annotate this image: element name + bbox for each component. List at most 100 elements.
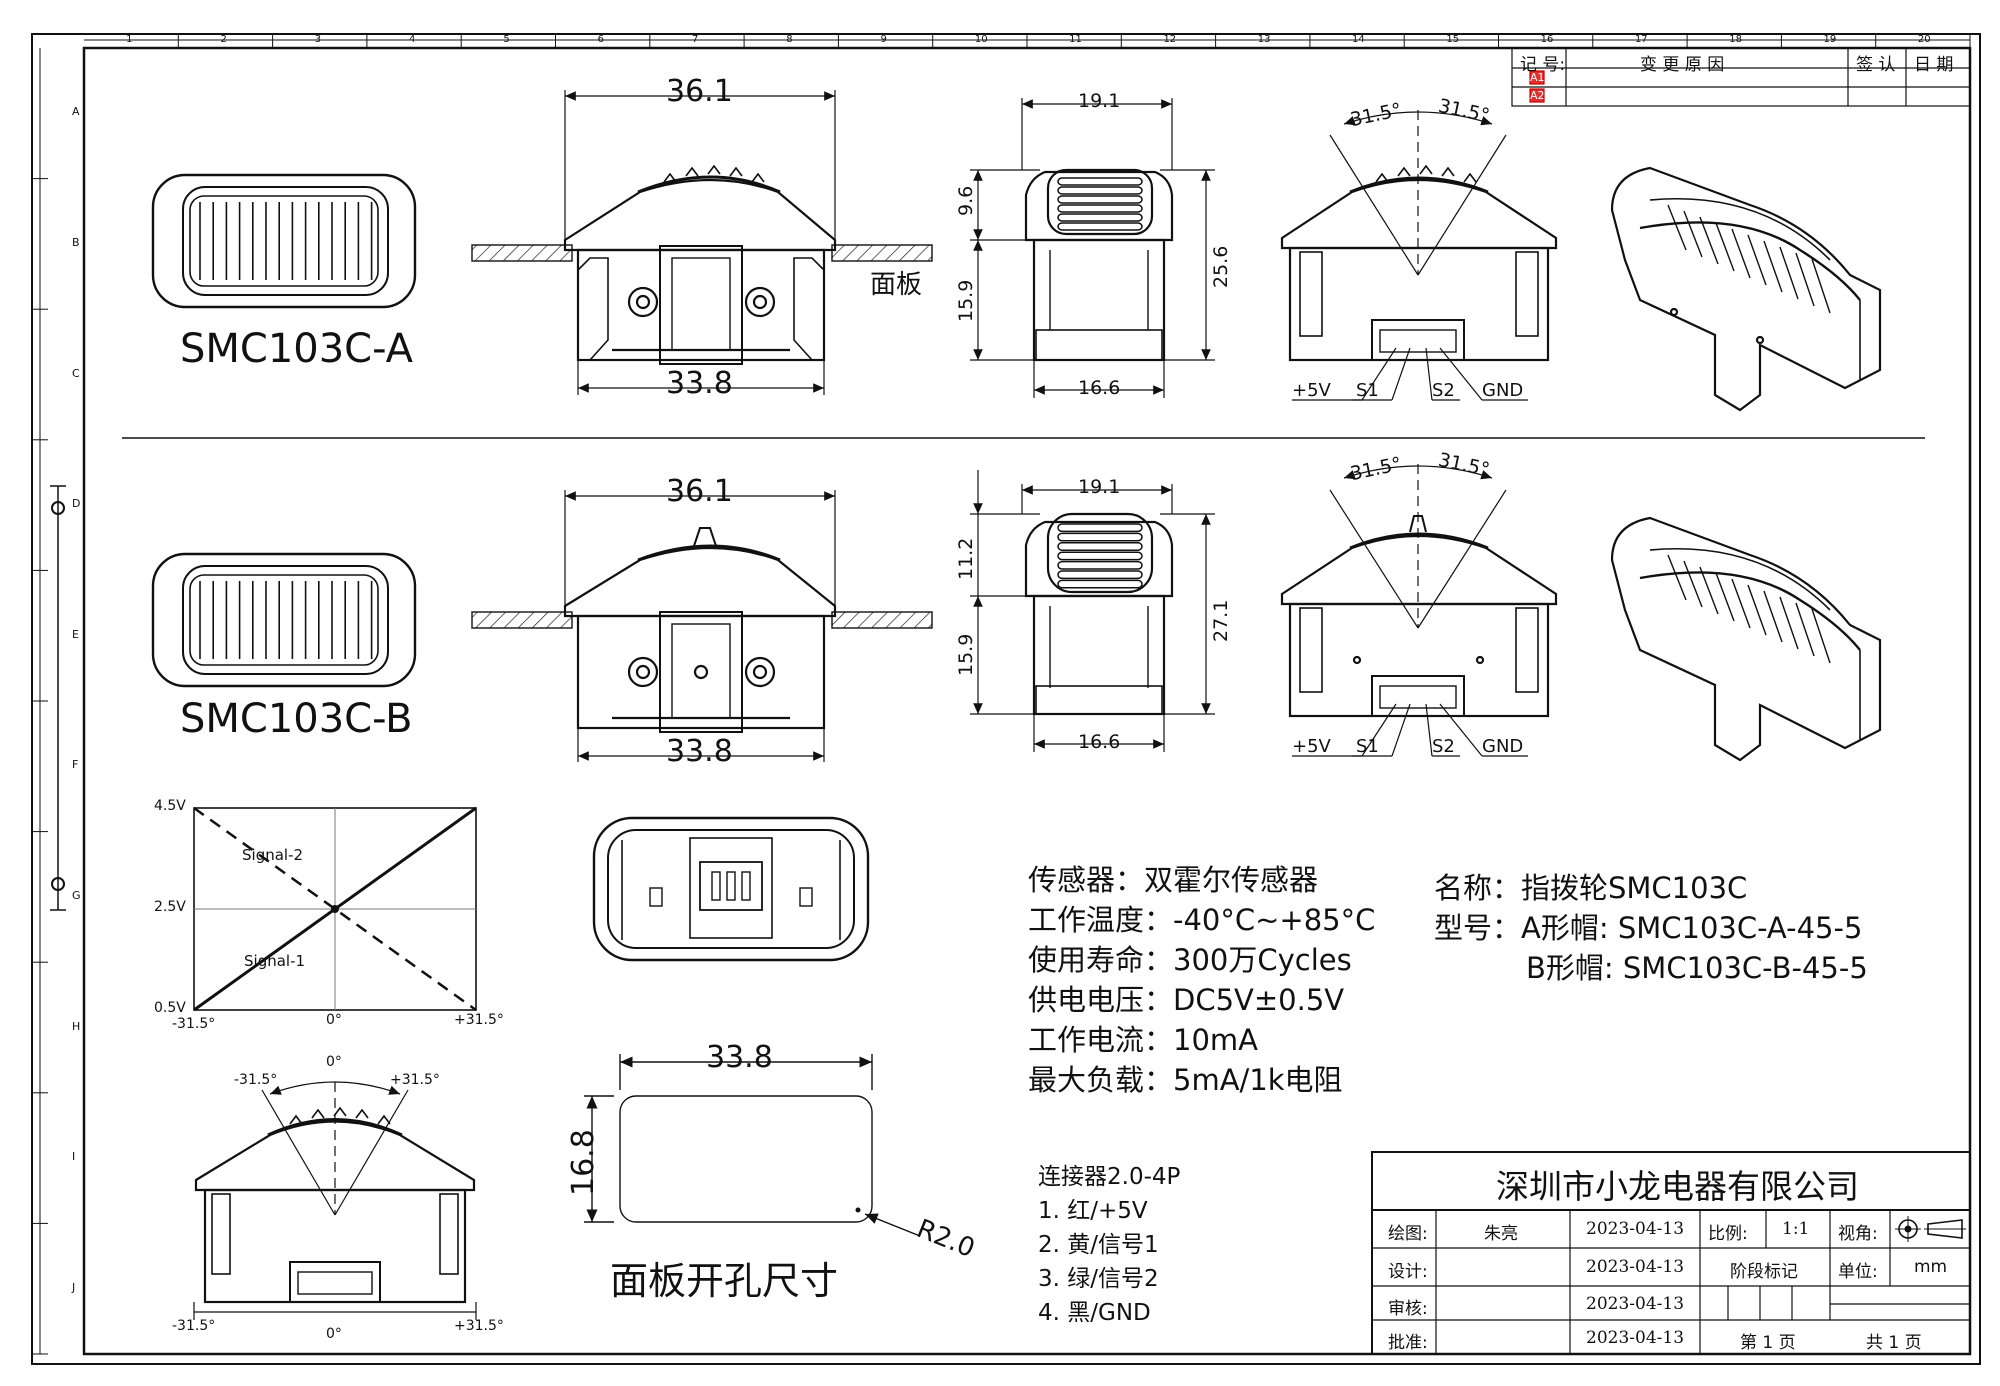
spec-temperature: 工作温度：-40°C~+85°C — [1028, 903, 1376, 937]
tb-review-label: 审核: — [1388, 1299, 1428, 1319]
iso-view-a — [1610, 166, 1882, 412]
rev-header-mark: 记 号: — [1520, 55, 1566, 75]
cutout-height: 16.8 — [566, 1129, 601, 1196]
grid-row-label: G — [72, 888, 81, 902]
product-model-a: 型号：A形帽: SMC103C-A-45-5 — [1434, 911, 1863, 945]
rear-view-b — [1280, 464, 1558, 718]
grid-column-label: 3 — [314, 34, 322, 45]
grid-column-label: 10 — [974, 34, 988, 45]
grid-column-label: 6 — [597, 34, 605, 45]
pin-b-s2: S2 — [1432, 736, 1455, 757]
pin-a-5v: +5V — [1292, 380, 1331, 401]
spec-sensor: 传感器：双霍尔传感器 — [1028, 863, 1319, 897]
rev-mark-a2: A2 — [1530, 89, 1545, 102]
grid-column-label: 7 — [691, 34, 699, 45]
grid-row-label: D — [72, 497, 81, 511]
rotation-diagram — [193, 1081, 477, 1320]
tb-design-date: 2023-04-13 — [1586, 1257, 1685, 1277]
pin-leaders-b — [1292, 703, 1528, 757]
tb-drawer: 朱亮 — [1484, 1224, 1518, 1244]
tb-page: 第 1 页 — [1740, 1333, 1796, 1353]
spec-voltage: 供电电压：DC5V±0.5V — [1028, 983, 1345, 1017]
side-view-b — [1024, 512, 1174, 716]
tb-scale: 1:1 — [1782, 1219, 1810, 1239]
revision-table — [1511, 47, 1971, 107]
pin-b-5v: +5V — [1292, 736, 1331, 757]
rotation-top-zero: 0° — [326, 1054, 342, 1070]
grid-row-label: I — [72, 1150, 76, 1164]
tb-view-label: 视角: — [1838, 1224, 1878, 1244]
grid-row-label: J — [72, 1280, 76, 1294]
iso-view-b — [1610, 516, 1882, 762]
cutout-caption: 面板开孔尺寸 — [610, 1259, 839, 1303]
dim-a-top-width: 36.1 — [666, 74, 733, 109]
dim-a-bottom-width: 33.8 — [666, 366, 733, 401]
panel-cutout — [584, 1054, 921, 1237]
grid-column-label: 2 — [220, 34, 227, 45]
dim-b-cap-height: 11.2 — [955, 537, 977, 580]
spec-list: 传感器：双霍尔传感器 工作温度：-40°C~+85°C 使用寿命：300万Cyc… — [1028, 860, 1375, 1100]
chart-y-tick-4-5v: 4.5V — [154, 798, 186, 814]
tb-unit-label: 单位: — [1838, 1262, 1878, 1282]
product-model-b: B形帽: SMC103C-B-45-5 — [1526, 951, 1868, 985]
grid-column-label: 11 — [1069, 34, 1082, 45]
series-signal-2-line — [193, 806, 477, 1012]
dim-b-total-height: 27.1 — [1210, 599, 1232, 642]
grid-column-label: 20 — [1917, 34, 1931, 45]
tb-stage-label: 阶段标记 — [1730, 1262, 1798, 1282]
rev-header-date: 日 期 — [1914, 55, 1954, 75]
connector-pin-4: 4. 黑/GND — [1038, 1300, 1151, 1326]
top-view-b — [151, 552, 417, 688]
chart-x-tick-min: -31.5° — [172, 1016, 216, 1032]
connector-pin-3: 3. 绿/信号2 — [1038, 1266, 1159, 1292]
tb-scale-label: 比例: — [1708, 1224, 1748, 1244]
panel-label: 面板 — [870, 270, 923, 300]
model-b-label: SMC103C-B — [180, 696, 413, 742]
tb-unit: mm — [1914, 1257, 1948, 1277]
grid-column-label: 1 — [126, 34, 133, 45]
side-view-a — [1024, 168, 1174, 362]
rev-header-reason: 变 更 原 因 — [1640, 55, 1725, 75]
grid-column-label: 5 — [503, 34, 510, 45]
spec-current: 工作电流：10mA — [1028, 1023, 1258, 1057]
grid-column-label: 9 — [880, 34, 887, 45]
grid-column-label: 4 — [409, 34, 416, 45]
title-block — [1371, 1151, 1971, 1355]
tb-approve-date: 2023-04-13 — [1586, 1328, 1685, 1348]
pin-leaders-a — [1292, 347, 1528, 401]
dim-b-bottom-width: 33.8 — [666, 734, 733, 769]
tb-draw-label: 绘图: — [1388, 1224, 1428, 1244]
rotation-left-angle: -31.5° — [234, 1072, 278, 1088]
dim-a-total-height: 25.6 — [1210, 245, 1232, 288]
grid-row-label: E — [72, 627, 79, 641]
tb-approve-label: 批准: — [1388, 1333, 1428, 1353]
outer-frame — [31, 33, 1981, 1365]
dim-a-side-bottom: 16.6 — [1078, 377, 1121, 399]
grid-column-label: 14 — [1352, 34, 1365, 45]
dim-a-side-width: 19.1 — [1078, 90, 1121, 112]
bottom-view — [592, 816, 870, 962]
connector-pin-2: 2. 黄/信号1 — [1038, 1232, 1159, 1258]
cutout-width: 33.8 — [706, 1040, 773, 1075]
rev-mark-a1: A1 — [1530, 71, 1545, 84]
dim-b-body-height: 15.9 — [955, 633, 977, 676]
series-signal-2-label: Signal-2 — [242, 846, 304, 864]
pin-b-s1: S1 — [1356, 736, 1379, 757]
dim-a-body-height: 15.9 — [955, 279, 977, 322]
connector-title: 连接器2.0-4P — [1038, 1164, 1181, 1190]
chart-crossing-point — [331, 905, 339, 913]
model-a-label: SMC103C-A — [180, 326, 414, 372]
connector-pin-1: 1. 红/+5V — [1038, 1198, 1148, 1224]
rotation-bottom-center: 0° — [326, 1326, 342, 1342]
tb-total: 共 1 页 — [1866, 1333, 1922, 1353]
grid-row-label: A — [72, 105, 80, 119]
grid-column-label: 18 — [1729, 34, 1742, 45]
dim-b-side-bottom: 16.6 — [1078, 731, 1121, 753]
dim-a-cap-height: 9.6 — [955, 185, 977, 216]
grid-column-label: 13 — [1257, 34, 1271, 45]
spec-lifetime: 使用寿命：300万Cycles — [1028, 943, 1352, 977]
company-name: 深圳市小龙电器有限公司 — [1496, 1167, 1859, 1206]
rotation-bottom-right: +31.5° — [454, 1318, 504, 1334]
chart-y-tick-0-5v: 0.5V — [154, 1000, 186, 1016]
grid-row-label: B — [72, 235, 80, 249]
